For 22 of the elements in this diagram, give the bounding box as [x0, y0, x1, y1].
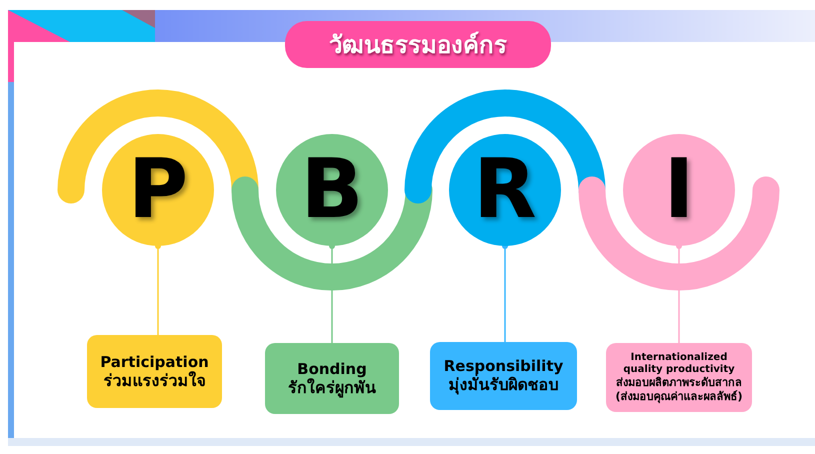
letter-circle: I [623, 134, 735, 246]
title-banner: วัฒนธรรมองค์กร [285, 21, 551, 68]
heading-text: Bonding [297, 360, 367, 378]
thai-text: รักใคร่ผูกพัน [288, 378, 376, 398]
leader-line [502, 243, 508, 342]
letter-circle: P [102, 134, 214, 246]
heading-text: Internationalized quality productivity [622, 352, 736, 376]
label-box [265, 343, 399, 414]
label-box [606, 343, 752, 412]
heading-text: Responsibility [444, 357, 564, 376]
label-box [87, 335, 222, 408]
thai-text: มุ่งมั่นรับผิดชอบ [448, 375, 558, 395]
label-box [430, 342, 577, 410]
letter-circle: R [449, 134, 561, 246]
leader-line [329, 243, 335, 343]
thai-text: (ส่งมอบคุณค่าและผลลัพธ์) [615, 390, 743, 403]
leader-line [155, 243, 161, 335]
letter-circle: B [276, 134, 388, 246]
thai-text: ร่วมแรงร่วมใจ [104, 370, 206, 390]
leader-line [676, 243, 682, 343]
thai-text: ส่งมอบผลิตภาพระดับสากล [616, 376, 742, 390]
heading-text: Participation [100, 352, 209, 371]
